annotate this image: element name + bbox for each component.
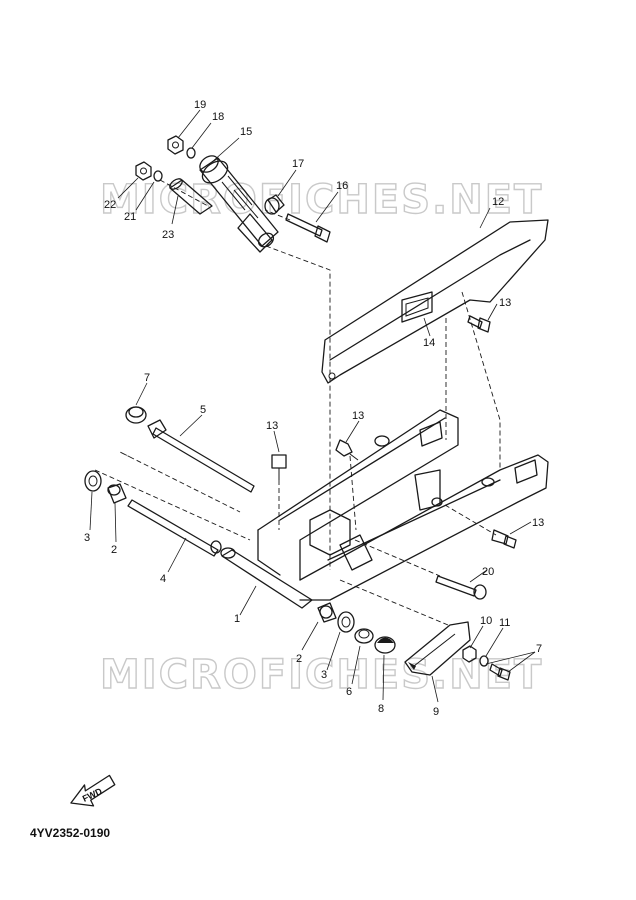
callout-21: 21 bbox=[124, 211, 136, 223]
callout-7-upper: 7 bbox=[144, 372, 150, 384]
bolt-13-left bbox=[271, 454, 287, 480]
callout-11: 7 bbox=[536, 643, 542, 655]
forward-direction-arrow: FWD bbox=[70, 774, 116, 807]
callout-10: 11 bbox=[499, 617, 510, 629]
bolt-13-right bbox=[491, 529, 517, 549]
callout-16: 16 bbox=[336, 180, 348, 192]
callout-13-upper: 13 bbox=[499, 297, 511, 309]
callout-9: 10 bbox=[480, 615, 492, 627]
callout-6: 6 bbox=[346, 686, 352, 698]
bushing-2-left bbox=[107, 483, 127, 504]
callout-leaders bbox=[89, 109, 536, 703]
bolt-13-upper bbox=[467, 315, 491, 333]
oil-seal-3-left bbox=[84, 470, 102, 492]
callout-20: 20 bbox=[482, 566, 494, 578]
callout-3-right: 3 bbox=[321, 669, 327, 681]
collar-17 bbox=[264, 194, 285, 215]
nut-9 bbox=[462, 645, 477, 663]
callout-3-left: 3 bbox=[84, 532, 90, 544]
callout-4: 4 bbox=[160, 573, 166, 585]
callout-labels: 19 18 15 17 16 22 21 23 12 13 14 7 5 13 … bbox=[84, 99, 544, 718]
assembly-lines bbox=[94, 179, 501, 626]
callout-14: 14 bbox=[423, 337, 435, 349]
callout-1: 1 bbox=[234, 613, 240, 625]
watermark-bottom: MICROFICHES.NET bbox=[100, 652, 543, 698]
callout-7-lower: 8 bbox=[378, 703, 384, 715]
bolt-13-center bbox=[335, 439, 359, 461]
thrust-cover-6 bbox=[354, 628, 374, 644]
cap-7-lower bbox=[374, 636, 396, 654]
bolt-20 bbox=[435, 575, 487, 600]
pivot-shaft bbox=[147, 419, 255, 493]
callout-12: 12 bbox=[492, 196, 504, 208]
callout-13-right: 13 bbox=[532, 517, 544, 529]
bolt-11 bbox=[489, 663, 511, 681]
washer-21 bbox=[153, 170, 163, 182]
callout-8: 9 bbox=[433, 706, 439, 718]
callout-18: 18 bbox=[212, 111, 224, 123]
nut-22 bbox=[135, 161, 152, 181]
callout-15: 15 bbox=[240, 126, 252, 138]
collar-4 bbox=[127, 499, 222, 557]
callout-13-left: 13 bbox=[266, 420, 278, 432]
callout-23: 23 bbox=[162, 229, 174, 241]
oil-seal-3-right bbox=[337, 611, 355, 633]
fwd-label: FWD bbox=[81, 786, 104, 804]
seal-14 bbox=[401, 291, 433, 323]
callout-2-left: 2 bbox=[111, 544, 117, 556]
nut-19 bbox=[167, 135, 184, 155]
callout-13-center: 13 bbox=[352, 410, 364, 422]
pivot-tube-1 bbox=[220, 547, 313, 609]
bushing-2-right bbox=[317, 602, 337, 623]
callout-22: 22 bbox=[104, 199, 116, 211]
watermark-top: MICROFICHES.NET bbox=[100, 177, 543, 223]
collar-23 bbox=[169, 178, 213, 215]
washer-10 bbox=[479, 655, 489, 667]
callout-19: 19 bbox=[194, 99, 206, 111]
callout-17: 17 bbox=[292, 158, 304, 170]
swingarm-frame bbox=[257, 409, 549, 601]
callout-5: 5 bbox=[200, 404, 206, 416]
bolt-16 bbox=[285, 213, 331, 243]
chain-case bbox=[321, 219, 549, 384]
cap-7-upper bbox=[125, 406, 147, 424]
callout-2-right: 2 bbox=[296, 653, 302, 665]
diagram-reference-code: 4YV2352-0190 bbox=[30, 826, 111, 840]
chain-pusher bbox=[404, 621, 471, 676]
washer-18 bbox=[186, 147, 196, 159]
